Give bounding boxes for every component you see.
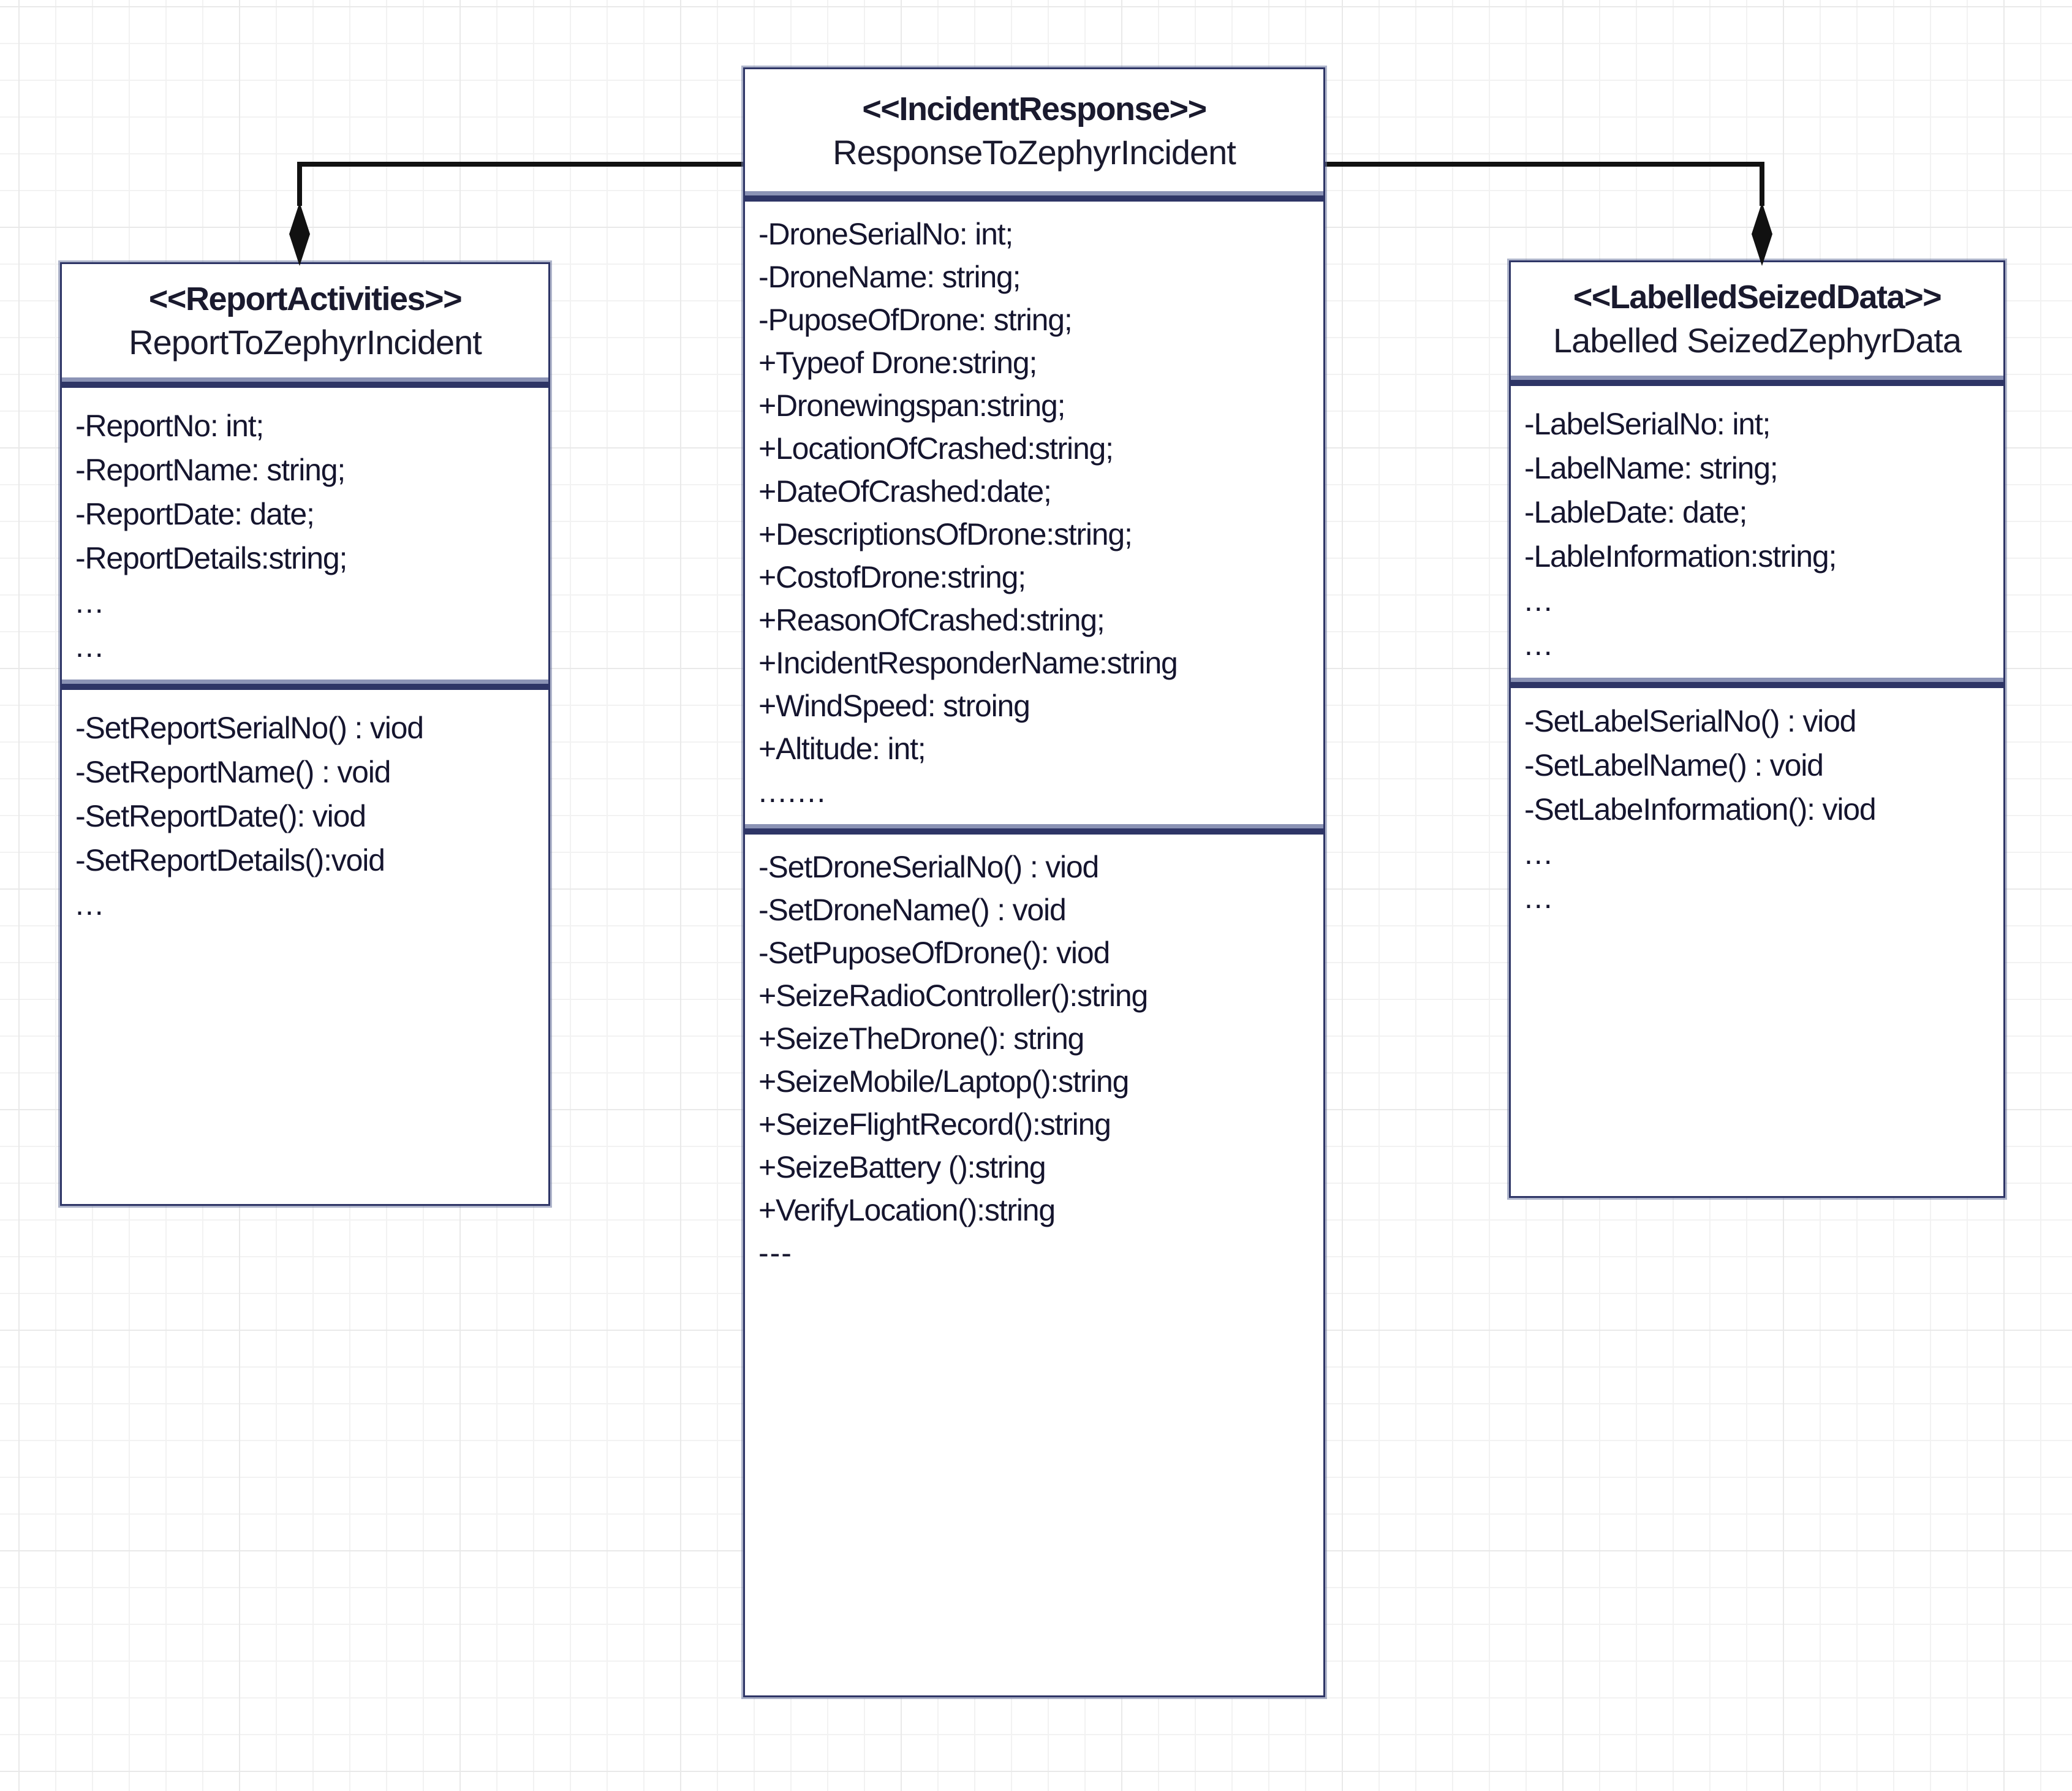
attributes-compartment-report: -ReportNo: int; -ReportName: string; -Re… [62, 388, 548, 680]
operation-row: -SetLabelName() : void [1524, 748, 1824, 782]
attribute-row: ... [1524, 627, 1554, 662]
operation-row: -SetDroneName() : void [758, 892, 1067, 927]
operations-compartment-labelled: -SetLabelSerialNo() : viod -SetLabelName… [1511, 688, 2003, 931]
class-stereotype-labelled: <<LabelledSeizedData>> [1573, 279, 1942, 316]
class-header-incident: <<IncidentResponse>> ResponseToZephyrInc… [745, 69, 1323, 191]
class-stereotype-incident: <<IncidentResponse>> [862, 91, 1207, 127]
attribute-row: -LabelSerialNo: int; [1524, 406, 1771, 441]
attribute-row: ... [75, 629, 105, 664]
attribute-row: -ReportDetails:string; [75, 540, 347, 575]
operation-row: --- [758, 1235, 793, 1270]
attribute-row: -LabelName: string; [1524, 450, 1779, 485]
operation-row: +SeizeMobile/Laptop():string [758, 1064, 1129, 1099]
attribute-row: ... [1524, 583, 1554, 618]
composition-link-right-vertical [1760, 162, 1764, 206]
attribute-row: -PuposeOfDrone: string; [758, 302, 1073, 337]
operation-row: -SetPuposeOfDrone(): viod [758, 935, 1110, 970]
compartment-divider-labelled-attrs [1511, 375, 2003, 386]
attribute-row: -DroneSerialNo: int; [758, 216, 1013, 251]
operation-row: -SetDroneSerialNo() : viod [758, 849, 1099, 884]
attribute-row: -LableInformation:string; [1524, 539, 1837, 574]
operation-row: +SeizeBattery ():string [758, 1149, 1046, 1184]
compartment-divider-incident-ops [745, 824, 1323, 835]
attribute-row: +DescriptionsOfDrone:string; [758, 517, 1133, 551]
operation-row: ... [1524, 836, 1554, 871]
class-header-labelled: <<LabelledSeizedData>> Labelled SeizedZe… [1511, 262, 2003, 376]
operation-row: ... [1524, 880, 1554, 915]
class-name-incident: ResponseToZephyrIncident [833, 132, 1236, 172]
class-name-report: ReportToZephyrIncident [129, 322, 482, 362]
class-box-labelled-seized-zephyr-data[interactable]: <<LabelledSeizedData>> Labelled SeizedZe… [1509, 260, 2005, 1198]
attribute-row: -DroneName: string; [758, 259, 1021, 294]
attribute-row: +WindSpeed: stroing [758, 688, 1030, 723]
attribute-row: -ReportDate: date; [75, 496, 315, 531]
attribute-row: +DateOfCrashed:date; [758, 474, 1052, 509]
operation-row: +SeizeFlightRecord():string [758, 1107, 1111, 1142]
attribute-row: ....... [758, 774, 827, 809]
attribute-row: +CostofDrone:string; [758, 559, 1026, 594]
attributes-compartment-labelled: -LabelSerialNo: int; -LabelName: string;… [1511, 386, 2003, 678]
operation-row: -SetLabelSerialNo() : viod [1524, 703, 1856, 738]
class-stereotype-report: <<ReportActivities>> [148, 281, 463, 317]
compartment-divider-labelled-ops [1511, 677, 2003, 688]
composition-link-left-vertical [297, 162, 302, 206]
operations-compartment-report: -SetReportSerialNo() : viod -SetReportNa… [62, 690, 548, 937]
class-box-report-to-zephyr-incident[interactable]: <<ReportActivities>> ReportToZephyrIncid… [60, 262, 550, 1206]
class-header-report: <<ReportActivities>> ReportToZephyrIncid… [62, 264, 548, 377]
operation-row: ... [75, 887, 105, 922]
attribute-row: +IncidentResponderName:string [758, 645, 1178, 680]
operation-row: +VerifyLocation():string [758, 1192, 1056, 1227]
attributes-compartment-incident: -DroneSerialNo: int; -DroneName: string;… [745, 202, 1323, 824]
operation-row: +SeizeTheDrone(): string [758, 1021, 1084, 1056]
composition-link-right-horizontal [1320, 162, 1764, 167]
attribute-row: -ReportNo: int; [75, 408, 264, 443]
operation-row: -SetLabeInformation(): viod [1524, 792, 1877, 827]
compartment-divider-incident-attrs [745, 191, 1323, 202]
attribute-row: +Dronewingspan:string; [758, 388, 1065, 423]
attribute-row: -LableDate: date; [1524, 494, 1747, 529]
compartment-divider-report-ops [62, 679, 548, 690]
operation-row: -SetReportDetails():void [75, 842, 385, 877]
attribute-row: ... [75, 585, 105, 619]
attribute-row: +ReasonOfCrashed:string; [758, 602, 1105, 637]
attribute-row: -ReportName: string; [75, 452, 346, 487]
attribute-row: +Typeof Drone:string; [758, 345, 1037, 380]
composition-link-left-horizontal [297, 162, 751, 167]
operation-row: -SetReportName() : void [75, 754, 391, 789]
attribute-row: +Altitude: int; [758, 731, 926, 766]
attribute-row: +LocationOfCrashed:string; [758, 431, 1114, 466]
class-name-labelled: Labelled SeizedZephyrData [1552, 320, 1962, 360]
operation-row: -SetReportDate(): viod [75, 798, 366, 833]
compartment-divider-report-attrs [62, 377, 548, 388]
operation-row: -SetReportSerialNo() : viod [75, 710, 424, 745]
operation-row: +SeizeRadioController():string [758, 978, 1148, 1013]
class-box-response-to-zephyr-incident[interactable]: <<IncidentResponse>> ResponseToZephyrInc… [743, 67, 1325, 1697]
operations-compartment-incident: -SetDroneSerialNo() : viod -SetDroneName… [745, 835, 1323, 1286]
